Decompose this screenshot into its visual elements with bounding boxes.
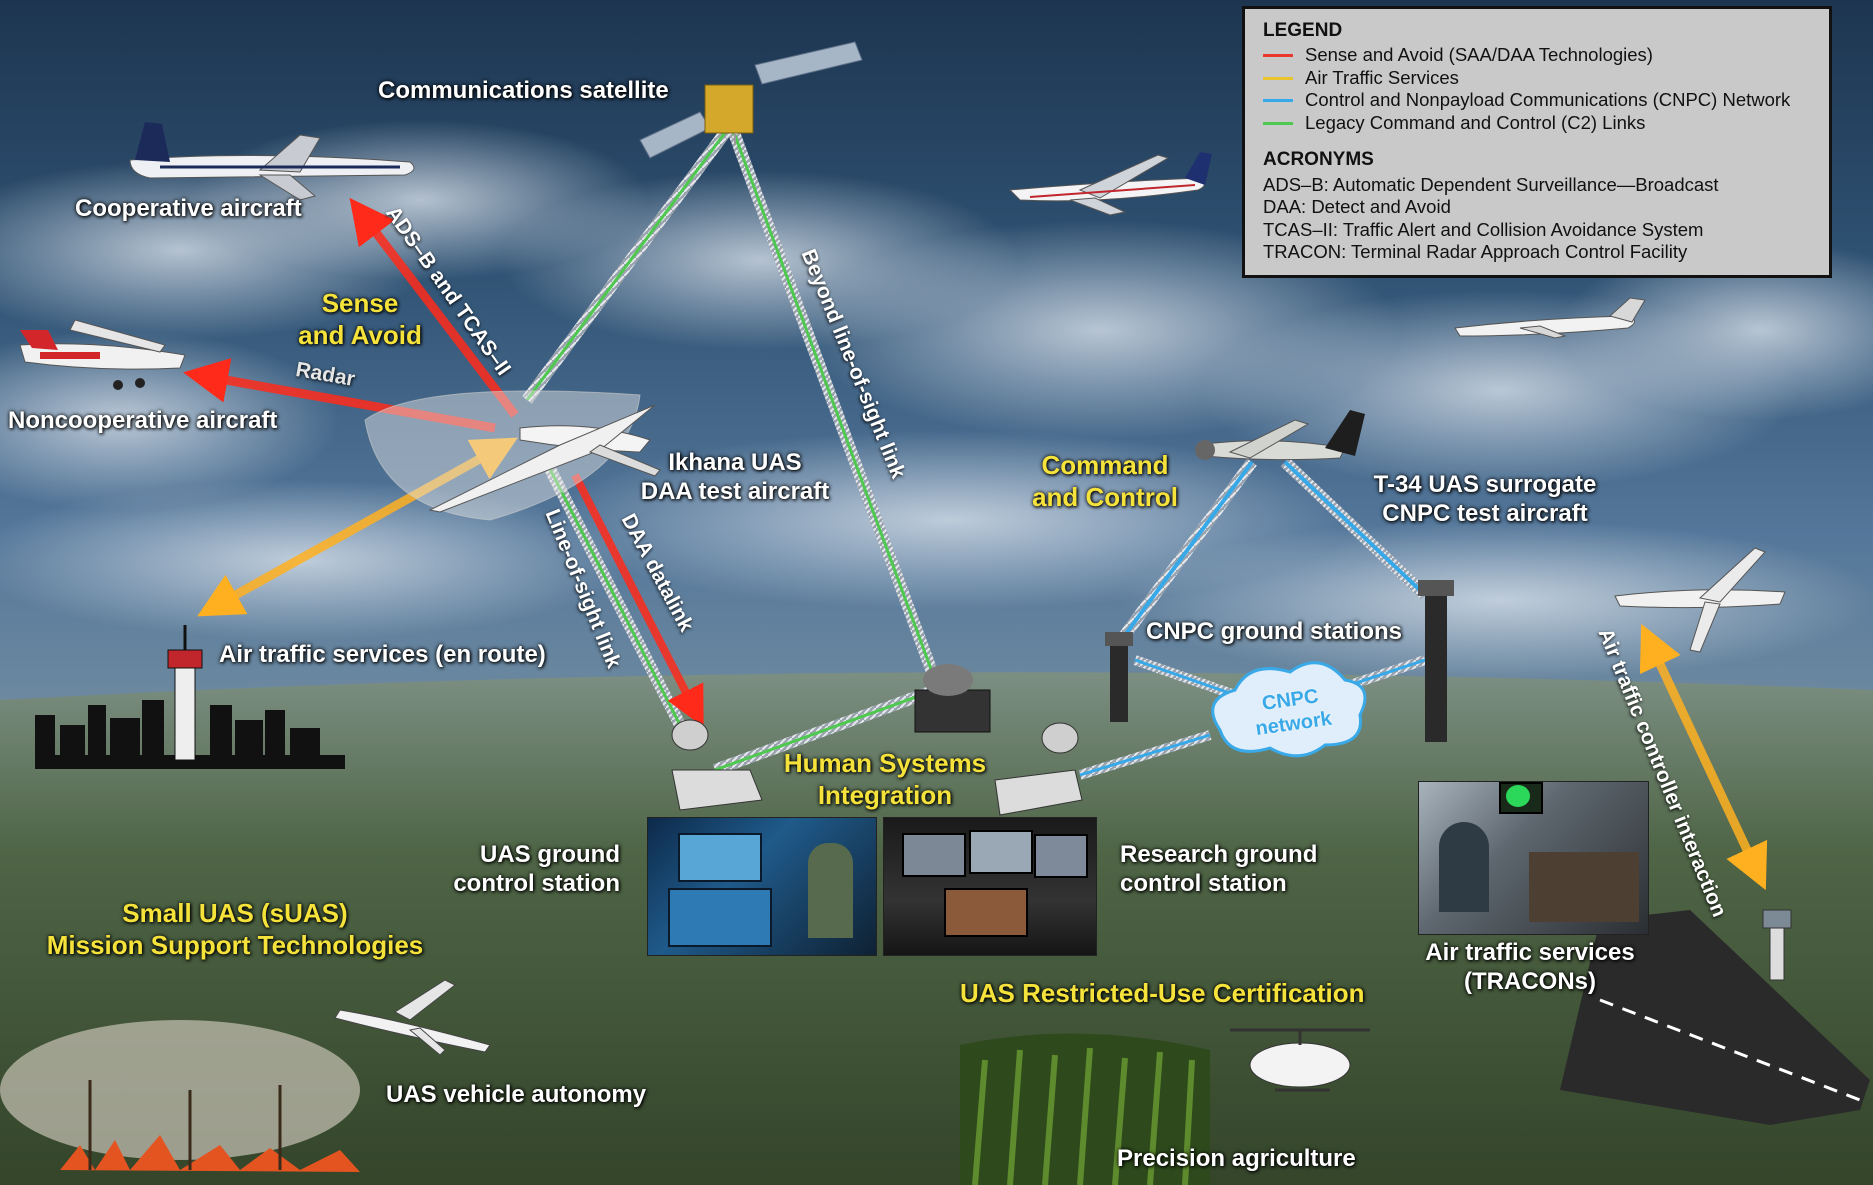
label-precision-agriculture: Precision agriculture bbox=[1117, 1145, 1356, 1172]
legend-item-ats: Air Traffic Services bbox=[1263, 67, 1811, 90]
research-ground-station-photo bbox=[883, 817, 1097, 956]
acronym-item: TCAS–II: Traffic Alert and Collision Avo… bbox=[1263, 218, 1704, 240]
label-line: Ikhana UAS bbox=[668, 449, 802, 476]
label-tracon: Air traffic services (TRACONs) bbox=[1415, 938, 1645, 997]
legend-label: Sense and Avoid (SAA/DAA Technologies) bbox=[1305, 44, 1653, 66]
label-line: control station bbox=[453, 870, 620, 898]
legend-swatch-yellow bbox=[1263, 76, 1293, 80]
ats-arrows bbox=[197, 437, 1768, 891]
label-research-ground-control: Research ground control station bbox=[1120, 840, 1317, 899]
legend-item-saa: Sense and Avoid (SAA/DAA Technologies) bbox=[1263, 44, 1811, 67]
legend-label: Legacy Command and Control (C2) Links bbox=[1305, 111, 1646, 133]
helicopter-icon bbox=[1230, 1028, 1370, 1092]
label-line: Sense bbox=[321, 288, 399, 318]
label-line: Research ground bbox=[1120, 841, 1318, 868]
airliner-icon bbox=[1008, 152, 1212, 216]
label-small-uas: Small UAS (sUAS) Mission Support Technol… bbox=[30, 898, 440, 961]
acronym-item: TRACON: Terminal Radar Approach Control … bbox=[1263, 241, 1688, 263]
label-uas-vehicle-autonomy: UAS vehicle autonomy bbox=[386, 1081, 647, 1108]
label-line: Air traffic services bbox=[1425, 939, 1635, 966]
label-cooperative-aircraft: Cooperative aircraft bbox=[75, 195, 302, 222]
label-cnpc-ground-stations: CNPC ground stations bbox=[1146, 618, 1402, 645]
cornfield-scene bbox=[960, 1033, 1210, 1185]
label-line: Small UAS (sUAS) bbox=[122, 898, 348, 928]
label-air-traffic-en-route: Air traffic services (en route) bbox=[219, 641, 546, 668]
legend-label: Control and Nonpayload Communications (C… bbox=[1305, 89, 1791, 111]
ikhana-uas-icon bbox=[428, 404, 661, 513]
legend-item-c2: Legacy Command and Control (C2) Links bbox=[1263, 112, 1811, 135]
label-t34: T-34 UAS surrogate CNPC test aircraft bbox=[1360, 470, 1610, 529]
acronyms-title: ACRONYMS bbox=[1263, 149, 1374, 171]
label-line: control station bbox=[1120, 870, 1287, 898]
tracon-photo bbox=[1418, 781, 1649, 935]
acronyms-section: ACRONYMS ADS–B: Automatic Dependent Surv… bbox=[1263, 148, 1811, 263]
label-human-systems-integration: Human Systems Integration bbox=[770, 748, 1000, 811]
ground-stations bbox=[671, 580, 1454, 816]
t34-aircraft-icon bbox=[1195, 410, 1365, 461]
noncooperative-aircraft-icon bbox=[19, 319, 186, 390]
label-line: DAA test aircraft bbox=[640, 478, 830, 506]
label-line: UAS ground bbox=[480, 841, 620, 868]
label-uas-ground-control: UAS ground control station bbox=[430, 840, 620, 899]
satellite-icon bbox=[639, 41, 863, 159]
business-jet-icon bbox=[1454, 297, 1646, 339]
label-line: T-34 UAS surrogate bbox=[1373, 471, 1597, 498]
small-uas-icon bbox=[334, 979, 491, 1056]
label-command-and-control: Command and Control bbox=[1020, 450, 1190, 513]
c2-links bbox=[522, 126, 941, 776]
cooperative-aircraft-icon bbox=[129, 122, 415, 201]
legend-item-cnpc: Control and Nonpayload Communications (C… bbox=[1263, 89, 1811, 112]
cnpc-network-cloud bbox=[1211, 661, 1367, 758]
right-uas-icon bbox=[1614, 547, 1786, 653]
wildfire-scene bbox=[0, 1020, 360, 1172]
legend-swatch-green bbox=[1263, 121, 1293, 125]
label-line: Command bbox=[1041, 450, 1169, 480]
label-line: CNPC test aircraft bbox=[1382, 500, 1588, 528]
legend-title: LEGEND bbox=[1263, 20, 1343, 41]
label-line: Integration bbox=[817, 779, 953, 810]
label-line: Mission Support Technologies bbox=[46, 929, 424, 960]
label-ikhana-uas: Ikhana UAS DAA test aircraft bbox=[635, 448, 835, 507]
airport-runway-icon bbox=[1560, 909, 1870, 1125]
label-communications-satellite: Communications satellite bbox=[378, 77, 669, 104]
label-line: and Control bbox=[1032, 481, 1178, 512]
legend-label: Air Traffic Services bbox=[1305, 66, 1459, 88]
city-skyline-icon bbox=[35, 625, 345, 769]
label-sense-and-avoid: Sense and Avoid bbox=[290, 288, 430, 351]
legend-swatch-blue bbox=[1263, 99, 1293, 103]
label-restricted-use-certification: UAS Restricted-Use Certification bbox=[960, 978, 1365, 1008]
acronym-item: DAA: Detect and Avoid bbox=[1263, 196, 1451, 218]
label-line: (TRACONs) bbox=[1464, 968, 1596, 996]
acronym-item: ADS–B: Automatic Dependent Surveillance—… bbox=[1263, 173, 1719, 195]
label-line: Human Systems bbox=[783, 748, 987, 778]
legend-swatch-red bbox=[1263, 53, 1293, 57]
saa-arrows bbox=[183, 197, 704, 728]
label-noncooperative-aircraft: Noncooperative aircraft bbox=[8, 407, 278, 434]
uas-ground-station-photo bbox=[647, 817, 877, 956]
legend-box: LEGEND Sense and Avoid (SAA/DAA Technolo… bbox=[1242, 6, 1832, 278]
label-line: and Avoid bbox=[298, 319, 422, 350]
